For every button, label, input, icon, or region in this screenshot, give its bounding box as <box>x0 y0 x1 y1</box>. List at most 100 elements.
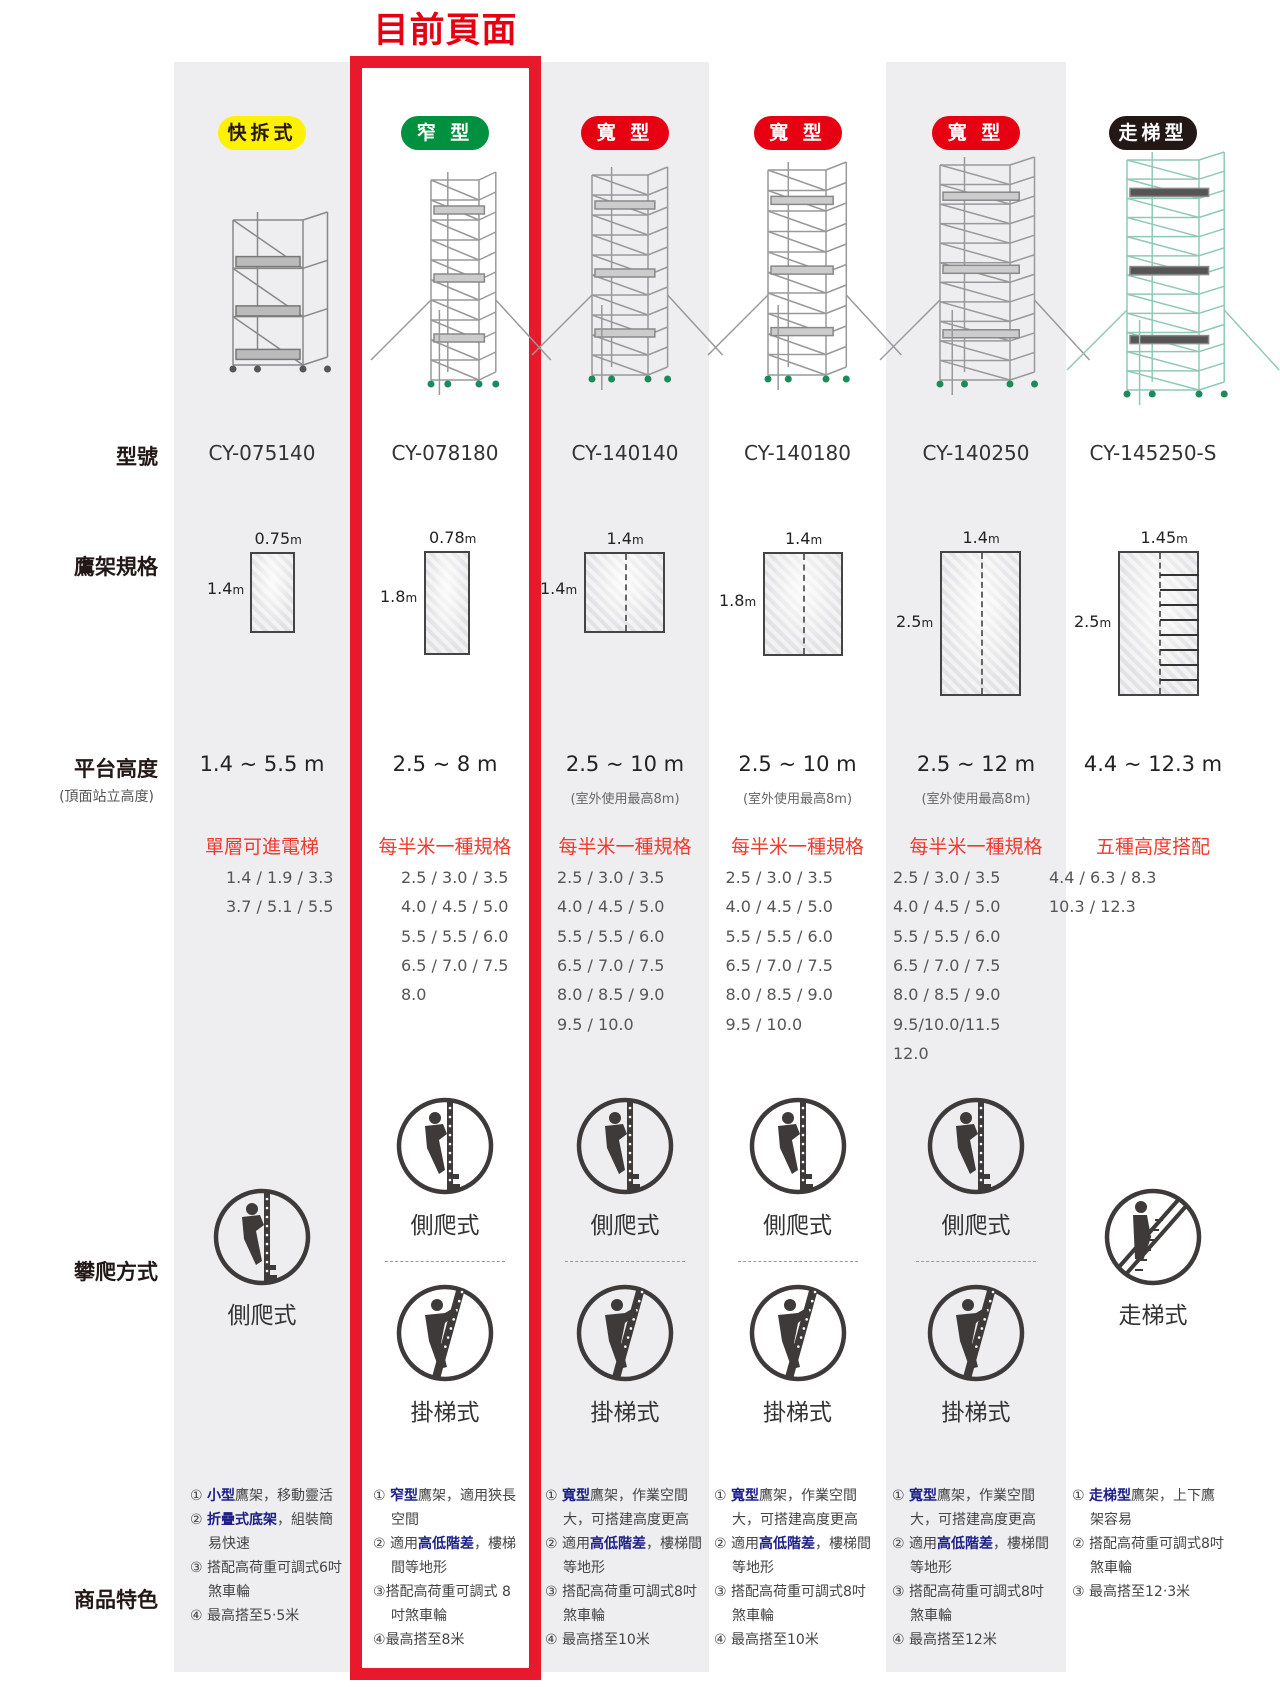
climb-method-label: 側爬式 <box>227 1303 297 1329</box>
height-option: 4.0 / 4.5 / 5.0 <box>401 897 509 917</box>
side-climb-icon <box>396 1097 494 1195</box>
feature-number: ③ <box>190 1560 208 1576</box>
climb-method-icon <box>748 1283 848 1387</box>
height-option: 10.3 / 12.3 <box>1049 897 1136 917</box>
feature-item: ② 適用高低階差，樓梯間等地形 <box>373 1532 523 1580</box>
platform-diagram <box>763 552 843 656</box>
height-option: 3.7 / 5.1 / 5.5 <box>226 897 334 917</box>
width-label: 1.4m <box>963 528 1000 547</box>
stair-step <box>1159 634 1199 636</box>
length-value: 2.5 <box>1074 612 1100 631</box>
length-value: 2.5 <box>896 612 922 631</box>
feature-text: 最高搭至12米 <box>909 1632 997 1648</box>
feature-text: 鷹架，移動靈活 <box>235 1488 334 1504</box>
height-option: 6.5 / 7.0 / 7.5 <box>401 955 509 975</box>
plate-divider <box>1158 553 1161 694</box>
height-option: 5.5 / 5.5 / 6.0 <box>401 926 509 946</box>
height-option: 9.5 / 10.0 <box>557 1014 634 1034</box>
width-label: 1.45m <box>1141 528 1188 547</box>
scaffold-product-image <box>707 161 902 390</box>
width-value: 1.4 <box>785 529 811 548</box>
feature-number: ② <box>714 1536 732 1552</box>
unit: m <box>810 533 823 547</box>
feature-text: ，樓梯間等地形 <box>910 1536 1050 1576</box>
plate-divider <box>624 554 627 631</box>
climb-method-icon <box>575 1096 675 1200</box>
feature-number: ② <box>892 1536 910 1552</box>
platform-height: 4.4 ~ 12.3 m <box>1083 752 1223 776</box>
feature-highlight: 寬型 <box>909 1488 938 1504</box>
width-value: 1.4 <box>606 529 632 548</box>
feature-number: ③ <box>1072 1584 1090 1600</box>
unit: m <box>1099 616 1112 630</box>
height-option: 5.5 / 5.5 / 6.0 <box>557 926 665 946</box>
row-label-height-sub: (頂面站立高度) <box>59 789 154 805</box>
platform-diagram <box>584 552 665 633</box>
feature-number: ① <box>190 1488 208 1504</box>
climb-method-label: 側爬式 <box>763 1213 832 1239</box>
feature-item: ④ 最高搭至12米 <box>892 1628 1052 1652</box>
platform-height: 2.5 ~ 10 m <box>738 752 857 776</box>
feature-item: ③ 搭配高荷重可調式8吋煞車輪 <box>545 1580 705 1628</box>
feature-text: 鷹架，作業空間大，可搭建高度更高 <box>732 1488 858 1528</box>
feature-text: 適用 <box>562 1536 591 1552</box>
ladder-climb-icon <box>749 1284 846 1382</box>
separator <box>916 1261 1036 1262</box>
feature-number: ④ <box>545 1632 563 1648</box>
column-background <box>174 62 350 1672</box>
platform-height: 2.5 ~ 8 m <box>392 752 498 776</box>
scaffold-product-image <box>531 166 724 390</box>
climb-method-label: 掛梯式 <box>763 1400 832 1426</box>
height-option: 4.0 / 4.5 / 5.0 <box>725 897 833 917</box>
unit: m <box>565 583 578 597</box>
row-label-model: 型號 <box>116 445 158 469</box>
height-option: 8.0 / 8.5 / 9.0 <box>893 985 1001 1005</box>
side-climb-icon <box>213 1188 311 1286</box>
length-value: 1.4 <box>540 579 566 598</box>
stair-step <box>1159 604 1199 606</box>
feature-text: 適用 <box>909 1536 938 1552</box>
feature-highlight: 小型 <box>207 1488 236 1504</box>
platform-diagram <box>424 551 470 655</box>
platform-diagram <box>1118 551 1199 696</box>
height-option: 8.0 / 8.5 / 9.0 <box>725 985 833 1005</box>
scaffold-product-image <box>229 211 331 373</box>
row-label-height: 平台高度 <box>74 757 158 781</box>
feature-number: ④ <box>892 1632 910 1648</box>
climb-method-label: 掛梯式 <box>410 1400 480 1426</box>
unit: m <box>921 616 934 630</box>
feature-number: ② <box>1072 1536 1090 1552</box>
climb-method-icon <box>212 1187 312 1291</box>
scaffold-product-image <box>879 156 1091 395</box>
separator <box>565 1261 685 1262</box>
feature-number: ③ <box>714 1584 732 1600</box>
feature-number: ② <box>373 1536 391 1552</box>
feature-highlight: 折疊式底架 <box>207 1512 278 1528</box>
feature-highlight: 高低階差 <box>418 1536 475 1552</box>
feature-item: ① 走梯型鷹架，上下鷹架容易 <box>1072 1484 1227 1532</box>
stair-walk-icon <box>1104 1188 1202 1286</box>
model-number: CY-140180 <box>743 441 852 465</box>
model-number: CY-145250-S <box>1089 441 1217 465</box>
climb-method-label: 掛梯式 <box>941 1400 1011 1426</box>
height-option: 5.5 / 5.5 / 6.0 <box>893 926 1001 946</box>
stair-step <box>1159 589 1199 591</box>
type-badge: 寬 型 <box>581 116 669 150</box>
length-value: 1.8 <box>719 591 745 610</box>
climb-method-icon <box>1103 1187 1203 1291</box>
feature-item: ① 小型鷹架，移動靈活 <box>190 1484 346 1508</box>
feature-item: ④ 最高搭至10米 <box>714 1628 874 1652</box>
plate-divider <box>803 554 805 654</box>
options-headline: 每半米一種規格 <box>730 836 864 858</box>
model-number: CY-075140 <box>208 441 316 465</box>
unit: m <box>232 583 245 597</box>
model-number: CY-140250 <box>922 441 1030 465</box>
width-label: 1.4m <box>607 529 644 548</box>
feature-item: ② 折疊式底架，組裝簡易快速 <box>190 1508 346 1556</box>
feature-text: 搭配高荷重可調式 8吋煞車輪 <box>385 1584 511 1624</box>
feature-text: 最高搭至10米 <box>731 1632 819 1648</box>
side-climb-icon <box>927 1097 1025 1195</box>
